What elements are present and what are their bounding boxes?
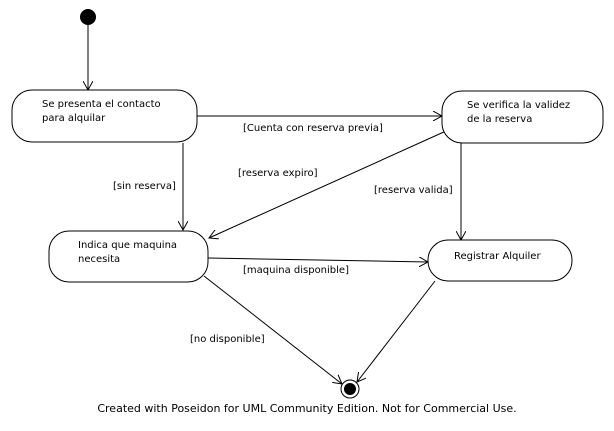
state-verifica-line1: Se verifica la validez — [467, 100, 570, 111]
guard-reserva-valida: [reserva valida] — [374, 185, 453, 196]
state-indica-line2: necesita — [78, 254, 120, 265]
final-node — [340, 379, 360, 399]
footer-watermark: Created with Poseidon for UML Community … — [97, 402, 516, 415]
state-verifica: Se verifica la validez de la reserva — [441, 90, 604, 144]
guard-reserva-expiro: [reserva expiro] — [238, 168, 318, 179]
guard-cuenta-reserva: [Cuenta con reserva previa] — [243, 123, 383, 134]
initial-node — [80, 9, 96, 25]
guard-maquina-disponible: [maquina disponible] — [243, 265, 349, 276]
state-registrar: Registrar Alquiler — [427, 239, 573, 282]
state-contacto: Se presenta el contacto para alquilar — [11, 89, 198, 143]
state-contacto-line1: Se presenta el contacto — [42, 99, 161, 110]
transition-indica-to-registrar — [207, 258, 428, 262]
state-contacto-line2: para alquilar — [42, 113, 106, 124]
state-registrar-line1: Registrar Alquiler — [454, 251, 541, 262]
transition-registrar-to-final — [357, 280, 436, 382]
state-verifica-line2: de la reserva — [467, 114, 532, 125]
transition-verifica-to-indica — [209, 130, 447, 238]
transition-indica-to-final — [203, 275, 342, 384]
guard-no-disponible: [no disponible] — [190, 334, 265, 345]
state-indica-line1: Indica que maquina — [78, 240, 177, 251]
state-indica: Indica que maquina necesita — [48, 230, 209, 283]
guard-sin-reserva: [sin reserva] — [113, 181, 176, 192]
